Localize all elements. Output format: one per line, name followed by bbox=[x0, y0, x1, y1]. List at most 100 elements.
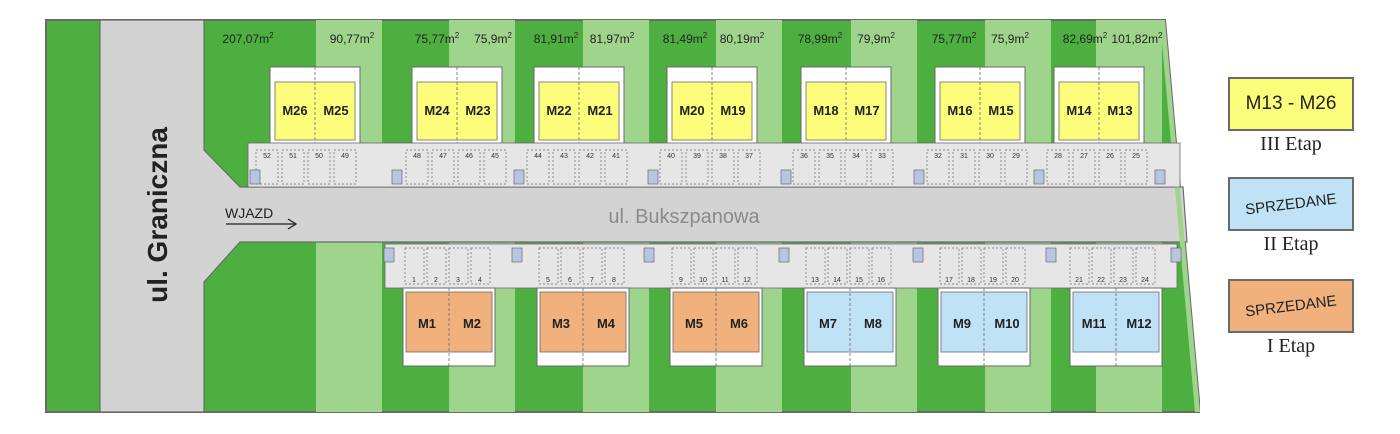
house-label: M26 bbox=[282, 103, 307, 118]
parking-number: 34 bbox=[852, 153, 860, 160]
parking-number: 36 bbox=[800, 153, 808, 160]
parking-space bbox=[582, 247, 603, 285]
legend-stage3-caption: III Etap bbox=[1260, 133, 1322, 155]
house-unit-fill bbox=[1058, 81, 1140, 141]
marker bbox=[383, 247, 395, 263]
legend-stage1-caption: I Etap bbox=[1266, 335, 1316, 357]
house-label: M8 bbox=[864, 316, 882, 331]
parking-number: 10 bbox=[699, 277, 707, 284]
plot-area-label: 81,97m2 bbox=[590, 31, 635, 46]
entrance-arrow bbox=[226, 218, 298, 230]
parking-number: 21 bbox=[1075, 277, 1083, 284]
plot-area-label: 75,9m2 bbox=[474, 31, 512, 46]
parking-number: 25 bbox=[1132, 153, 1140, 160]
house-unit-fill bbox=[671, 81, 753, 141]
parking-space bbox=[983, 247, 1004, 285]
parking-number: 41 bbox=[612, 153, 620, 160]
house-label: M22 bbox=[546, 103, 571, 118]
parking-number: 48 bbox=[413, 153, 421, 160]
plot-area-label: 78,99m2 bbox=[798, 31, 843, 46]
parking-number: 28 bbox=[1054, 153, 1062, 160]
house-label: M18 bbox=[813, 103, 838, 118]
marker bbox=[511, 247, 523, 263]
parking-space bbox=[827, 247, 848, 285]
plot-area-label: 90,77m2 bbox=[330, 31, 375, 46]
parking-number: 37 bbox=[745, 153, 753, 160]
parking-number: 14 bbox=[833, 277, 841, 284]
parking-space bbox=[470, 247, 491, 285]
legend-stage3-label: M13 - M26 bbox=[1245, 93, 1337, 114]
plot-area-label: 80,19m2 bbox=[720, 31, 765, 46]
marker bbox=[643, 247, 655, 263]
house-label: M13 bbox=[1107, 103, 1132, 118]
house-label: M12 bbox=[1126, 316, 1151, 331]
parking-number: 52 bbox=[263, 153, 271, 160]
parking-number: 46 bbox=[465, 153, 473, 160]
parking-number: 1 bbox=[412, 277, 416, 284]
parking-space bbox=[426, 247, 447, 285]
parking-number: 29 bbox=[1012, 153, 1020, 160]
house-label: M5 bbox=[685, 316, 703, 331]
marker bbox=[778, 247, 790, 263]
parking-number: 30 bbox=[986, 153, 994, 160]
parking-number: 7 bbox=[590, 277, 594, 284]
parking-number: 17 bbox=[945, 277, 953, 284]
parking-number: 38 bbox=[719, 153, 727, 160]
marker bbox=[391, 169, 403, 185]
house-label: M16 bbox=[947, 103, 972, 118]
marker bbox=[912, 247, 924, 263]
parking-number: 35 bbox=[826, 153, 834, 160]
parking-space bbox=[560, 247, 581, 285]
legend-stage1-label: SPRZEDANE bbox=[1244, 291, 1338, 321]
house-unit-fill bbox=[805, 81, 887, 141]
street-label-bukszpanowa: ul. Bukszpanowa bbox=[608, 206, 760, 228]
house-unit-fill bbox=[806, 291, 894, 353]
parking-number: 39 bbox=[693, 153, 701, 160]
legend-stage2-label: SPRZEDANE bbox=[1244, 189, 1338, 219]
house-label: M10 bbox=[994, 316, 1019, 331]
parking-number: 31 bbox=[960, 153, 968, 160]
plot-area-label: 101,82m2 bbox=[1111, 31, 1163, 46]
street-label-graniczna: ul. Graniczna bbox=[142, 127, 173, 303]
plot-area-label: 75,77m2 bbox=[932, 31, 977, 46]
parking-number: 22 bbox=[1097, 277, 1105, 284]
parking-space bbox=[939, 247, 960, 285]
parking-number: 49 bbox=[341, 153, 349, 160]
house-unit-fill bbox=[939, 81, 1021, 141]
parking-number: 43 bbox=[560, 153, 568, 160]
parking-number: 40 bbox=[667, 153, 675, 160]
parking-number: 44 bbox=[534, 153, 542, 160]
plot-area-label: 75,77m2 bbox=[415, 31, 460, 46]
house-label: M4 bbox=[597, 316, 616, 331]
marker bbox=[513, 169, 525, 185]
parking-number: 2 bbox=[434, 277, 438, 284]
parking-number: 45 bbox=[491, 153, 499, 160]
parking-number: 42 bbox=[586, 153, 594, 160]
house-unit-fill bbox=[274, 81, 356, 141]
parking-number: 32 bbox=[934, 153, 942, 160]
parking-space bbox=[805, 247, 826, 285]
parking-number: 51 bbox=[289, 153, 297, 160]
parking-number: 50 bbox=[315, 153, 323, 160]
marker bbox=[1154, 169, 1166, 185]
parking-space bbox=[671, 247, 692, 285]
road-surface bbox=[99, 19, 1188, 413]
parking-space bbox=[1135, 247, 1156, 285]
parking-space bbox=[849, 247, 870, 285]
right-edge-lawn bbox=[1160, 20, 1200, 412]
house-label: M14 bbox=[1066, 103, 1092, 118]
house-unit-fill bbox=[405, 291, 493, 353]
parking-space bbox=[404, 247, 425, 285]
parking-space bbox=[693, 247, 714, 285]
marker bbox=[1033, 169, 1045, 185]
house-label: M6 bbox=[730, 316, 748, 331]
parking-number: 9 bbox=[679, 277, 683, 284]
marker bbox=[1045, 247, 1057, 263]
parking-space bbox=[1113, 247, 1134, 285]
parking-space bbox=[1069, 247, 1090, 285]
house-label: M11 bbox=[1082, 316, 1107, 331]
marker bbox=[647, 169, 659, 185]
parking-number: 6 bbox=[568, 277, 572, 284]
